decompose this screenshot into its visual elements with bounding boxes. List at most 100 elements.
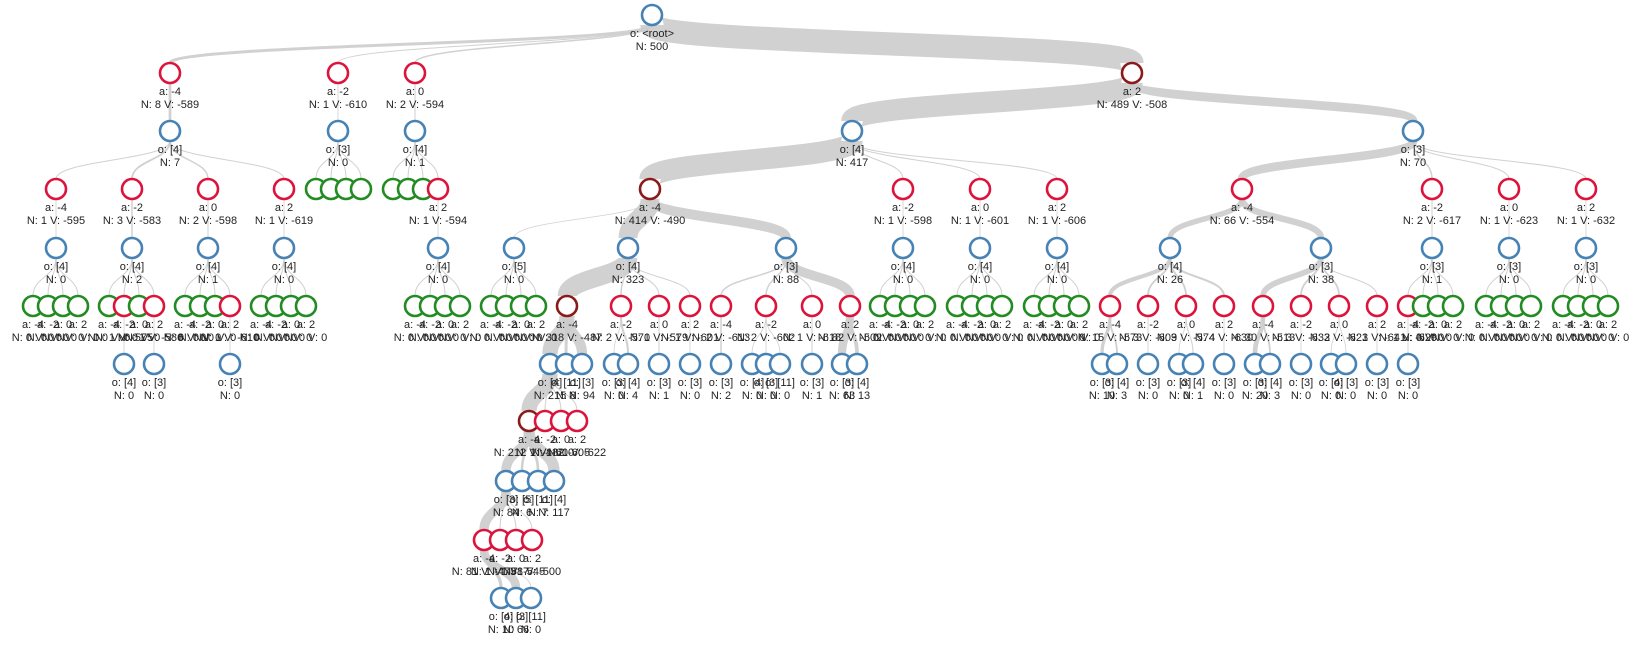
node-circle[interactable]	[1497, 236, 1521, 260]
observation-node[interactable]: o: [4]N: 26	[1157, 236, 1183, 286]
observation-node[interactable]: o: [11]N: 0	[516, 586, 546, 636]
observation-node[interactable]: o: [11]N: 8	[551, 352, 581, 402]
node-circle[interactable]	[1327, 294, 1351, 318]
leaf-node[interactable]: a: 2N: 0 V: 0	[1510, 294, 1552, 344]
action-node[interactable]: a: -2N: 1 V: -587	[471, 528, 529, 578]
node-circle[interactable]	[1441, 294, 1465, 318]
node-circle[interactable]	[840, 119, 864, 143]
action-node[interactable]: a: 0N: 1 V: -618	[783, 294, 841, 344]
observation-node[interactable]: o: [4]N: 1	[403, 119, 427, 169]
node-circle[interactable]	[1574, 236, 1598, 260]
action-node[interactable]: a: 2N: 489 V: -508	[1097, 61, 1168, 111]
observation-node[interactable]: o: [5]N: 0	[502, 236, 526, 286]
node-circle[interactable]	[1045, 236, 1069, 260]
observation-node[interactable]: o: [4]N: 0	[891, 236, 915, 286]
node-circle[interactable]	[1120, 61, 1144, 85]
observation-node[interactable]: o: [11]N: 7	[523, 469, 553, 519]
observation-node[interactable]: o: [4]N: 0	[112, 352, 136, 402]
observation-node[interactable]: o: [4]N: 0	[1319, 352, 1343, 402]
observation-node[interactable]: o: [4]N: 3	[1105, 352, 1129, 402]
node-circle[interactable]	[1258, 352, 1282, 376]
node-circle[interactable]	[196, 177, 220, 201]
action-node[interactable]: a: 0N: 2 V: -598	[179, 177, 237, 227]
action-node[interactable]: a: -2N: 1 V: -598	[874, 177, 932, 227]
node-circle[interactable]	[158, 119, 182, 143]
action-node[interactable]: a: 0N: 1 V: -623	[1480, 177, 1538, 227]
node-circle[interactable]	[326, 119, 350, 143]
action-node[interactable]: a: 2N: 1 V: -632	[1557, 177, 1615, 227]
node-circle[interactable]	[1365, 294, 1389, 318]
node-circle[interactable]	[891, 236, 915, 260]
observation-node[interactable]: o: [3]N: 0	[1574, 236, 1598, 286]
observation-node[interactable]: o: [4]N: 0	[44, 236, 68, 286]
observation-node[interactable]: o: [3]N: 0	[678, 352, 702, 402]
action-node[interactable]: a: -4N: 8 V: -589	[141, 61, 199, 111]
node-circle[interactable]	[1212, 294, 1236, 318]
observation-node[interactable]: o: [3]N: 0	[1212, 352, 1236, 402]
node-circle[interactable]	[1334, 352, 1358, 376]
action-node[interactable]: a: -4N: 318 V: -487	[532, 294, 603, 344]
action-node[interactable]: a: 2N: 1 V: -594	[409, 177, 467, 227]
leaf-node[interactable]: a: 2N: 0 V: 0	[1587, 294, 1629, 344]
node-circle[interactable]	[754, 294, 778, 318]
observation-node[interactable]: o: [3]N: 84	[493, 469, 519, 519]
action-node[interactable]: a: -4N: 1 V: -595	[27, 177, 85, 227]
action-node[interactable]: a: -2N: 3 V: -632	[1272, 294, 1330, 344]
action-node[interactable]: a: 0N: 1 V: -605	[532, 409, 590, 459]
node-circle[interactable]	[1396, 352, 1420, 376]
observation-node[interactable]: o: [4]N: 0	[1045, 236, 1069, 286]
node-circle[interactable]	[709, 352, 733, 376]
action-node[interactable]: a: 2N: 1 V: -610	[201, 294, 259, 344]
observation-node[interactable]: o: [3]N: 0	[326, 119, 350, 169]
action-node[interactable]: a: -2N: 2 V: -617	[1403, 177, 1461, 227]
observation-node[interactable]: o: [3]N: 0	[1334, 352, 1358, 402]
node-circle[interactable]	[1098, 294, 1122, 318]
observation-node[interactable]: o: [5]N: 6	[510, 469, 534, 519]
node-circle[interactable]	[502, 236, 526, 260]
observation-node[interactable]: o: [11]N: 0	[765, 352, 795, 402]
node-circle[interactable]	[349, 177, 373, 201]
node-circle[interactable]	[1136, 352, 1160, 376]
observation-node[interactable]: o: [4]N: 0	[426, 236, 450, 286]
observation-node[interactable]: o: <root>N: 500	[630, 3, 674, 53]
observation-node[interactable]: o: [4]N: 117	[538, 469, 570, 519]
node-circle[interactable]	[1174, 294, 1198, 318]
observation-node[interactable]: o: [4]N: 323	[612, 236, 644, 286]
observation-node[interactable]: o: [3]N: 10	[1089, 352, 1115, 402]
node-circle[interactable]	[1181, 352, 1205, 376]
node-circle[interactable]	[44, 236, 68, 260]
node-circle[interactable]	[678, 352, 702, 376]
node-circle[interactable]	[1420, 236, 1444, 260]
node-circle[interactable]	[44, 177, 68, 201]
node-circle[interactable]	[838, 294, 862, 318]
node-circle[interactable]	[1067, 294, 1091, 318]
observation-node[interactable]: o: [3]N: 88	[773, 236, 799, 286]
node-circle[interactable]	[709, 294, 733, 318]
leaf-node[interactable]: a: -2N: 0 V: 0	[1557, 294, 1599, 344]
node-circle[interactable]	[1289, 294, 1313, 318]
observation-node[interactable]: o: [3]N: 20	[1242, 352, 1268, 402]
node-circle[interactable]	[1251, 294, 1275, 318]
node-circle[interactable]	[1574, 177, 1598, 201]
node-circle[interactable]	[218, 294, 242, 318]
node-circle[interactable]	[218, 352, 242, 376]
action-node[interactable]: a: 2N: 1 V: -606	[1028, 177, 1086, 227]
node-circle[interactable]	[913, 294, 937, 318]
node-circle[interactable]	[647, 352, 671, 376]
observation-node[interactable]: o: [3]N: 1	[647, 352, 671, 402]
observation-node[interactable]: o: [3]N: 0	[1365, 352, 1389, 402]
observation-node[interactable]: o: [4]N: 2	[120, 236, 144, 286]
observation-node[interactable]: o: [3]N: 0	[1497, 236, 1521, 286]
observation-node[interactable]: o: [3]N: 0	[1289, 352, 1313, 402]
node-circle[interactable]	[1105, 352, 1129, 376]
observation-node[interactable]: o: [4]N: 0	[272, 236, 296, 286]
action-node[interactable]: a: 2N: 1 V: -622	[548, 409, 606, 459]
action-node[interactable]: a: -4N: 15 V: -573	[1078, 294, 1142, 344]
node-circle[interactable]	[158, 61, 182, 85]
action-node[interactable]: a: -2N: 1 V: -610	[309, 61, 367, 111]
observation-node[interactable]: o: [3]N: 70	[1400, 119, 1426, 169]
node-circle[interactable]	[519, 586, 543, 610]
observation-node[interactable]: o: [3]N: 0	[142, 352, 166, 402]
node-circle[interactable]	[990, 294, 1014, 318]
observation-node[interactable]: o: [3]N: 38	[1308, 236, 1334, 286]
